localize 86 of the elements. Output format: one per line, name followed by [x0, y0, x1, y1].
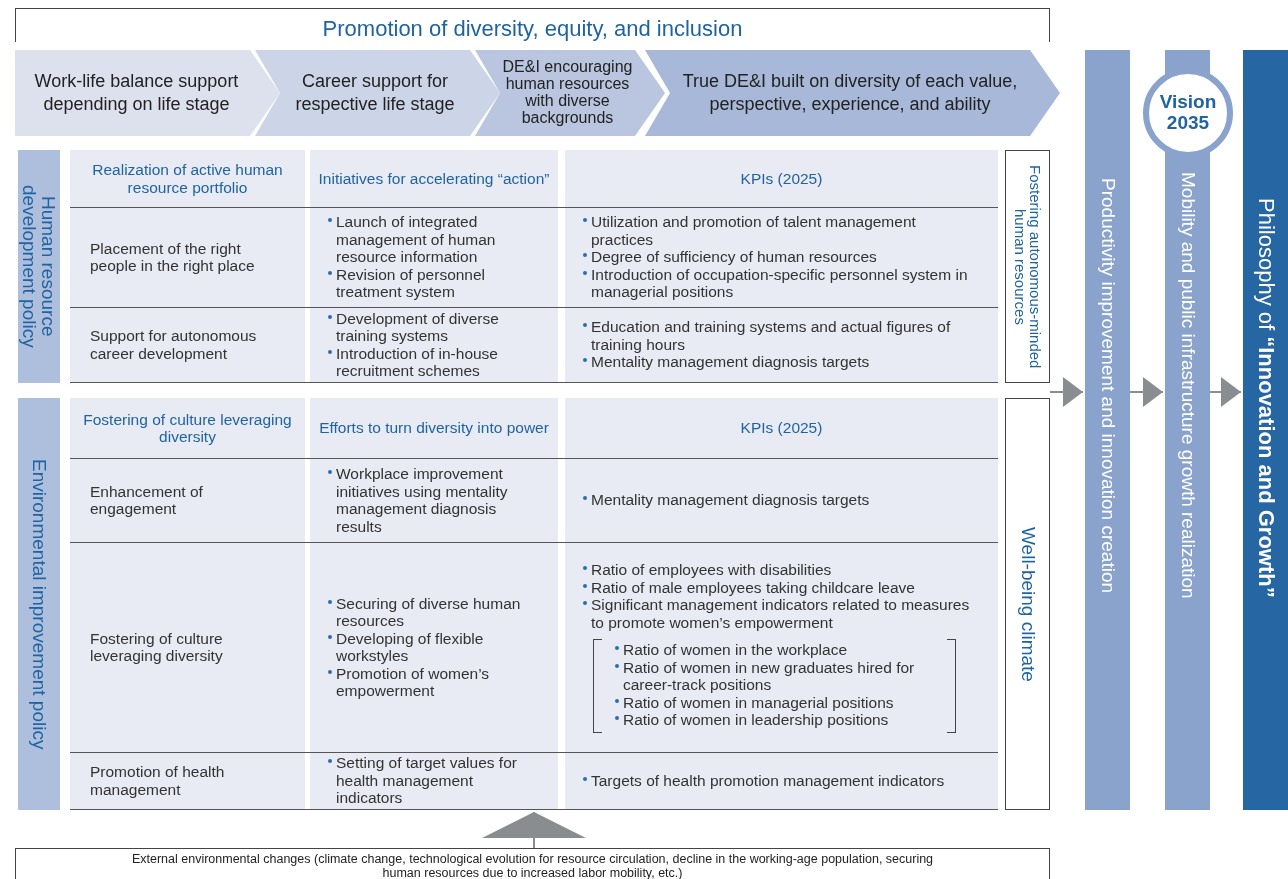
- bracket-frame: [15, 8, 1050, 42]
- band-label: Productivity improvement and innovation creation: [1096, 178, 1119, 596]
- arrow: [482, 811, 586, 849]
- arrow: [1049, 377, 1084, 407]
- column-header: [310, 398, 558, 458]
- chevron-label: Career support for respective life stage: [294, 69, 456, 116]
- bullet-cell: [565, 207, 998, 307]
- bullet-item: Ratio of women in new graduates hired for career-track positions: [615, 658, 942, 694]
- header-text: Fostering of culture leveraging diversity: [82, 410, 293, 446]
- row-header: [70, 207, 305, 307]
- bullet-cell: [310, 458, 558, 542]
- row-header: [70, 752, 305, 809]
- bullet-item: Utilization and promotion of talent management practices: [583, 213, 982, 249]
- row-header: [70, 542, 305, 752]
- row-header: [70, 458, 305, 542]
- bullet-item: Workplace improvement initiatives using mentality management diagnosis results: [328, 465, 542, 535]
- chevron-label: True DE&I built on diversity of each value, perspective, experience, and ability: [681, 69, 1019, 116]
- box: [70, 150, 998, 383]
- row-label: Fostering of culture leveraging diversity: [90, 629, 224, 665]
- bullet-item: Securing of diverse human resources: [328, 594, 542, 630]
- row-header: [70, 307, 305, 382]
- section-title: Promotion of diversity, equity, and inclusion: [322, 15, 743, 42]
- bullet-item: Ratio of women in the workplace: [615, 641, 942, 659]
- bullet-item: Introduction of in-house recruitment schemes: [328, 344, 542, 380]
- bullet-item: Developing of flexible workstyles: [328, 629, 542, 665]
- box: [70, 398, 998, 810]
- column-header: [565, 398, 998, 458]
- outlined-box: [15, 848, 1050, 879]
- header-text: Initiatives for accelerating “action”: [317, 169, 551, 188]
- bullet-item: Revision of personnel treatment system: [328, 265, 542, 301]
- bullet-item: Ratio of male employees taking childcare leave: [583, 578, 982, 597]
- bullet-item: Introduction of occupation-specific personnel system in managerial positions: [583, 265, 982, 301]
- bullet-item: Mentality management diagnosis targets: [583, 491, 982, 509]
- bullet-item: Development of diverse training systems: [328, 309, 542, 345]
- band-label: Mobility and public infrastructure growth realization: [1176, 172, 1199, 601]
- policy-band: [18, 398, 60, 810]
- outlined-box: [1005, 398, 1050, 810]
- vertical-band: [1243, 50, 1288, 810]
- vision-label: Vision 2035: [1158, 92, 1218, 134]
- row-label: Promotion of health management: [90, 763, 226, 798]
- bullet-item: Significant management indicators related to measures to promote women’s empowerment: [583, 596, 982, 632]
- bullet-cell: [565, 542, 998, 752]
- bullet-item: Launch of integrated management of human resource information: [328, 213, 542, 266]
- bullet-item: Promotion of women’s empowerment: [328, 664, 542, 700]
- column-header: [70, 150, 305, 207]
- chevron-label: DE&I encouraging human resources with diverse backgrounds: [501, 59, 634, 127]
- chevron-banner: [255, 50, 500, 136]
- header-text: KPIs (2025): [739, 419, 824, 437]
- bullet-item: Setting of target values for health management indicators: [328, 754, 542, 807]
- policy-band: [18, 150, 60, 383]
- arrow: [1209, 377, 1242, 407]
- side-label: Fostering autonomous-minded human resources: [1012, 163, 1043, 371]
- bullet-item: Ratio of women in managerial positions: [615, 693, 942, 712]
- header-text: Efforts to turn diversity into power: [318, 419, 550, 437]
- chevron-label: Work-life balance support depending on life stage: [33, 69, 240, 116]
- bullet-item: Targets of health promotion management indicators: [583, 771, 982, 790]
- chevron-banner: [475, 50, 665, 136]
- band-label: Philosophy of “Innovation and Growth”: [1252, 198, 1279, 600]
- row-label: Placement of the right people in the right place: [90, 239, 256, 275]
- bullet-cell: [565, 752, 998, 809]
- header-text: Realization of active human resource portfolio: [91, 161, 284, 196]
- policy-label: Environmental improvement policy: [29, 458, 49, 750]
- side-label: Well-being climate: [1016, 526, 1039, 682]
- bullet-item: Education and training systems and actual figures of training hours: [583, 318, 982, 354]
- chevron-banner: [15, 50, 280, 136]
- bullet-cell: [310, 752, 558, 809]
- bullet-cell: [565, 458, 998, 542]
- bullet-cell: [310, 542, 558, 752]
- chevron-banner: [645, 50, 1060, 136]
- outlined-box: [1005, 150, 1050, 383]
- bullet-item: Degree of sufficiency of human resources: [583, 248, 982, 266]
- bullet-item: Ratio of women in leadership positions: [615, 711, 942, 729]
- policy-label: Human resource development policy: [20, 184, 58, 350]
- arrow: [1129, 377, 1164, 407]
- bullet-item: Ratio of employees with disabilities: [583, 561, 982, 579]
- bullet-cell: [310, 207, 558, 307]
- bullet-item: Mentality management diagnosis targets: [583, 353, 982, 371]
- column-header: [310, 150, 558, 207]
- vertical-band: [1085, 50, 1130, 810]
- header-text: KPIs (2025): [739, 169, 824, 188]
- column-header: [565, 150, 998, 207]
- row-label: Enhancement of engagement: [90, 482, 204, 518]
- bullet-cell: [310, 307, 558, 382]
- bullet-cell: [565, 307, 998, 382]
- column-header: [70, 398, 305, 458]
- row-label: Support for autonomous career development: [90, 327, 258, 362]
